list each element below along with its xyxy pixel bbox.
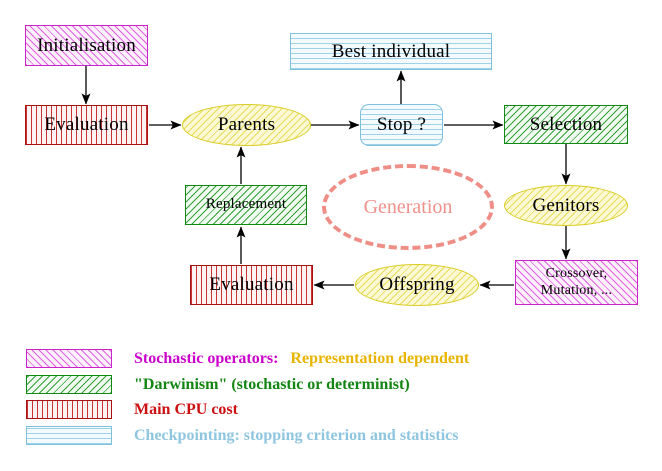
node-evaluation-bottom-label: Evaluation: [209, 274, 294, 296]
node-evaluation-top[interactable]: Evaluation: [25, 105, 148, 145]
legend-row-stochastic-operators: Stochastic operators: Representation depe…: [26, 349, 469, 368]
legend-label-stochastic-operators: Stochastic operators: Representation depe…: [134, 350, 469, 368]
node-selection[interactable]: Selection: [504, 105, 628, 144]
node-parents[interactable]: Parents: [182, 104, 311, 146]
node-crossover-mutation-label-line2: Mutation, ...: [540, 282, 613, 298]
legend-row-darwinism: "Darwinism" (stochastic or determinist): [26, 375, 410, 394]
legend-label-stochastic-operators-primary: Stochastic operators:: [134, 349, 279, 367]
node-offspring[interactable]: Offspring: [355, 264, 479, 306]
node-replacement-label: Replacement: [205, 196, 287, 213]
legend-swatch-magenta-hatch: [26, 349, 112, 368]
legend-label-stochastic-operators-secondary: Representation dependent: [290, 349, 470, 367]
node-generation-group: Generation: [322, 164, 494, 250]
legend-row-checkpointing: Checkpointing: stopping criterion and st…: [26, 426, 458, 445]
node-initialisation-label: Initialisation: [37, 34, 136, 56]
legend-swatch-green-hatch: [26, 375, 112, 394]
legend-row-main-cpu-cost: Main CPU cost: [26, 400, 238, 419]
legend-label-darwinism-primary: "Darwinism" (stochastic or determinist): [134, 375, 410, 393]
node-initialisation[interactable]: Initialisation: [25, 25, 148, 66]
node-selection-label: Selection: [529, 113, 603, 135]
node-evaluation-top-label: Evaluation: [44, 114, 129, 136]
node-best-individual-label: Best individual: [331, 40, 451, 62]
legend-swatch-red-vertical: [26, 400, 112, 419]
node-generation-label: Generation: [363, 195, 453, 218]
legend-label-main-cpu-cost-primary: Main CPU cost: [134, 400, 238, 418]
node-best-individual[interactable]: Best individual: [290, 33, 492, 70]
node-crossover-mutation[interactable]: Crossover, Mutation, ...: [515, 260, 638, 305]
node-parents-label: Parents: [217, 114, 276, 136]
node-genitors[interactable]: Genitors: [504, 185, 628, 226]
legend-label-darwinism: "Darwinism" (stochastic or determinist): [134, 376, 410, 394]
node-stop[interactable]: Stop ?: [360, 104, 443, 146]
node-crossover-mutation-label-line1: Crossover,: [545, 266, 608, 282]
node-replacement[interactable]: Replacement: [185, 185, 307, 225]
node-genitors-label: Genitors: [532, 194, 600, 216]
legend-label-main-cpu-cost: Main CPU cost: [134, 401, 238, 419]
legend-label-checkpointing-primary: Checkpointing: stopping criterion and st…: [134, 426, 459, 444]
node-stop-label: Stop ?: [376, 114, 427, 136]
legend-swatch-blue-horizontal: [26, 426, 112, 445]
legend-label-checkpointing: Checkpointing: stopping criterion and st…: [134, 427, 458, 445]
node-evaluation-bottom[interactable]: Evaluation: [190, 265, 313, 305]
node-offspring-label: Offspring: [379, 274, 455, 296]
